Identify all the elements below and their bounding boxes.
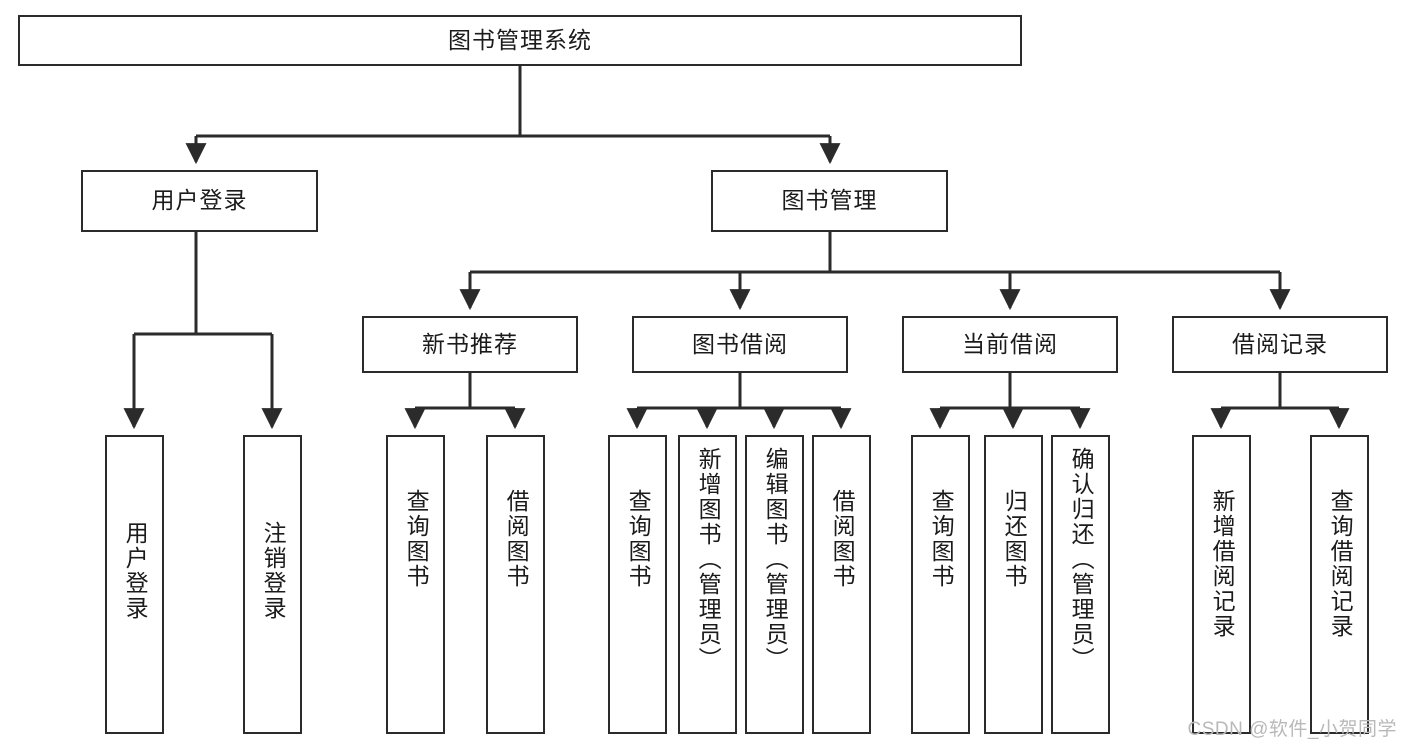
node-book-manage[interactable]: 图书管理 — [711, 170, 948, 232]
node-leaf-return-book[interactable]: 归还图书 — [984, 435, 1043, 734]
node-new-book-recommend-label: 新书推荐 — [422, 330, 518, 357]
node-leaf-query-book-1-label: 查询图书 — [403, 489, 430, 589]
node-leaf-add-book[interactable]: 新增图书（管理员） — [678, 435, 737, 734]
node-user-login-label: 用户登录 — [151, 187, 248, 214]
node-borrow-record-label: 借阅记录 — [1232, 330, 1328, 357]
node-leaf-user-login[interactable]: 用户登录 — [105, 435, 164, 734]
node-root[interactable]: 图书管理系统 — [18, 15, 1022, 66]
node-leaf-user-logout[interactable]: 注销登录 — [243, 435, 302, 734]
node-root-label: 图书管理系统 — [448, 26, 592, 53]
node-leaf-query-book-2-label: 查询图书 — [625, 489, 652, 589]
node-leaf-edit-book-label: 编辑图书（管理员） — [762, 447, 789, 672]
node-leaf-user-logout-label: 注销登录 — [260, 521, 287, 621]
node-leaf-user-login-label: 用户登录 — [122, 521, 149, 621]
node-leaf-query-record-label: 查询借阅记录 — [1327, 489, 1354, 639]
node-leaf-borrow-book-2[interactable]: 借阅图书 — [812, 435, 871, 734]
node-leaf-confirm-return-label: 确认归还（管理员） — [1068, 447, 1095, 672]
node-leaf-query-record[interactable]: 查询借阅记录 — [1310, 435, 1369, 734]
node-leaf-query-book-3-label: 查询图书 — [928, 489, 955, 589]
node-leaf-query-book-1[interactable]: 查询图书 — [386, 435, 445, 734]
node-leaf-add-record[interactable]: 新增借阅记录 — [1192, 435, 1251, 734]
node-current-borrow-label: 当前借阅 — [962, 330, 1058, 357]
node-leaf-return-book-label: 归还图书 — [1001, 489, 1028, 589]
node-leaf-add-record-label: 新增借阅记录 — [1209, 489, 1236, 639]
node-new-book-recommend[interactable]: 新书推荐 — [362, 316, 578, 373]
node-user-login[interactable]: 用户登录 — [81, 170, 318, 232]
node-leaf-confirm-return[interactable]: 确认归还（管理员） — [1051, 435, 1110, 734]
node-book-manage-label: 图书管理 — [781, 187, 878, 214]
node-current-borrow[interactable]: 当前借阅 — [902, 316, 1118, 373]
node-leaf-add-book-label: 新增图书（管理员） — [695, 447, 722, 672]
csdn-watermark: CSDN @软件_小贺同学 — [1187, 719, 1397, 740]
node-leaf-borrow-book-1[interactable]: 借阅图书 — [486, 435, 545, 734]
node-leaf-borrow-book-2-label: 借阅图书 — [829, 489, 856, 589]
node-leaf-edit-book[interactable]: 编辑图书（管理员） — [745, 435, 804, 734]
node-leaf-query-book-3[interactable]: 查询图书 — [911, 435, 970, 734]
node-leaf-query-book-2[interactable]: 查询图书 — [608, 435, 667, 734]
node-book-borrow-label: 图书借阅 — [692, 330, 788, 357]
node-borrow-record[interactable]: 借阅记录 — [1172, 316, 1388, 373]
node-book-borrow[interactable]: 图书借阅 — [632, 316, 848, 373]
node-leaf-borrow-book-1-label: 借阅图书 — [503, 489, 530, 589]
